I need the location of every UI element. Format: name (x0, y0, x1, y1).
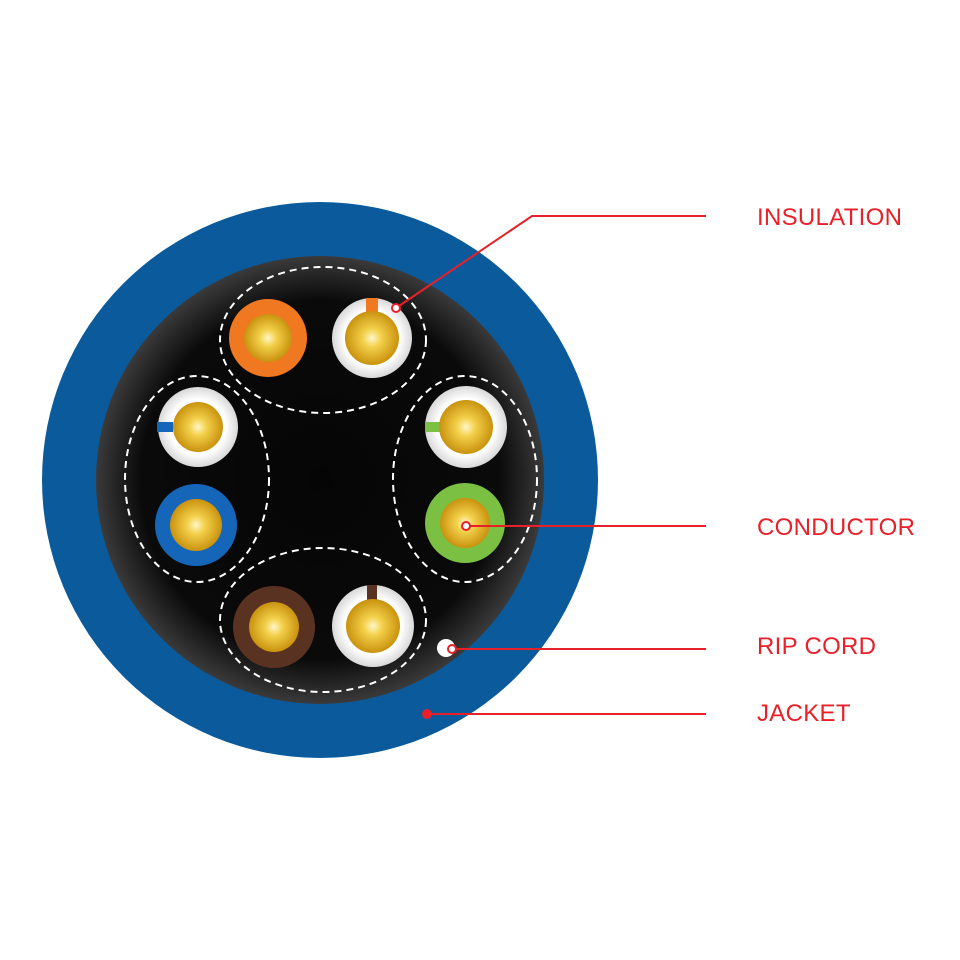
wire-brown (233, 586, 315, 668)
label-insulation: INSULATION (757, 204, 902, 231)
wire-blue (155, 484, 237, 566)
callout-conductor-leader (461, 521, 706, 531)
label-jacket: JACKET (757, 700, 851, 727)
pair-group-right (392, 375, 538, 583)
pair-group-top (219, 266, 427, 414)
wire-white-brown (332, 585, 414, 667)
wire-white-orange (332, 298, 412, 378)
wire-white-green (425, 386, 507, 468)
wire-orange (229, 299, 307, 377)
wire-white-blue (157, 387, 238, 467)
callout-jacket-leader (422, 709, 706, 719)
cable-core (96, 256, 544, 704)
pair-group-left (124, 375, 270, 583)
callout-insulation-leader (391, 215, 706, 313)
label-conductor: CONDUCTOR (757, 514, 915, 541)
label-rip-cord: RIP CORD (757, 633, 876, 660)
pair-group-bottom (219, 547, 427, 693)
callout-rip-cord-leader (447, 644, 706, 654)
